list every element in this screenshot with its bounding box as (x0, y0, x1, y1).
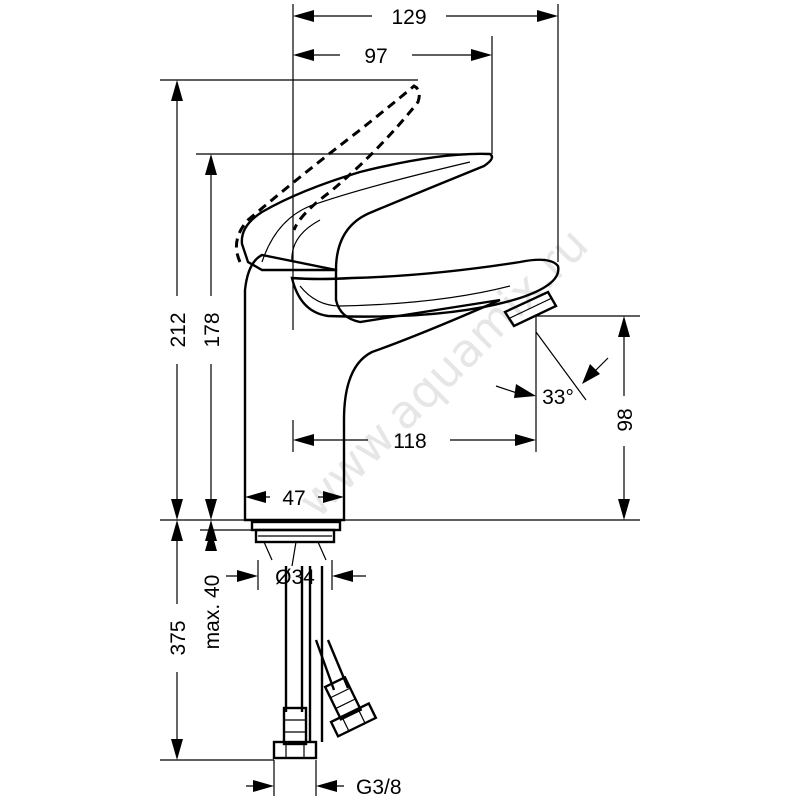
dim-98-label: 98 (614, 408, 637, 431)
dimension-body-diameter: 47 (245, 487, 344, 510)
faucet-spout (290, 258, 560, 318)
dimension-connection-thread: G3/8 (246, 776, 402, 799)
dim-97-label: 97 (364, 45, 387, 68)
aerator (503, 290, 558, 328)
dim-129-label: 129 (391, 6, 426, 29)
mounting-nut (250, 520, 342, 567)
dim-thread-label: G3/8 (356, 776, 402, 799)
dimension-width-total: 129 (293, 6, 558, 29)
dim-angle-label: 33° (542, 386, 574, 409)
dimension-spout-angle: 33° (495, 331, 609, 409)
dimension-hole-diameter: Ø34 (226, 566, 366, 589)
dimension-hose-length: 375 (167, 520, 190, 760)
supply-hoses (284, 566, 350, 742)
dim-212-label: 212 (167, 312, 190, 347)
extension-lines (160, 4, 640, 796)
dim-118-label: 118 (393, 430, 426, 453)
dim-178-label: 178 (201, 312, 224, 347)
dimension-spout-reach: 118 (293, 430, 536, 453)
dimension-spout-height: 98 (614, 316, 637, 520)
dim-max40-label: max. 40 (201, 575, 224, 650)
dimension-max-thickness: max. 40 (201, 520, 224, 649)
dim-diameter-label: Ø34 (275, 566, 315, 589)
watermark-text: www.aquamix.ru (288, 217, 599, 528)
dim-47-label: 47 (282, 487, 305, 510)
hose-fittings (272, 675, 378, 760)
dimension-width-handle: 97 (293, 45, 492, 68)
lever-open-position (234, 84, 421, 263)
lever-handle (240, 152, 494, 272)
dimension-height-total: 212 (167, 80, 190, 520)
dimension-height-handle: 178 (201, 154, 224, 520)
dim-375-label: 375 (167, 620, 190, 655)
faucet-drawing (160, 84, 640, 760)
